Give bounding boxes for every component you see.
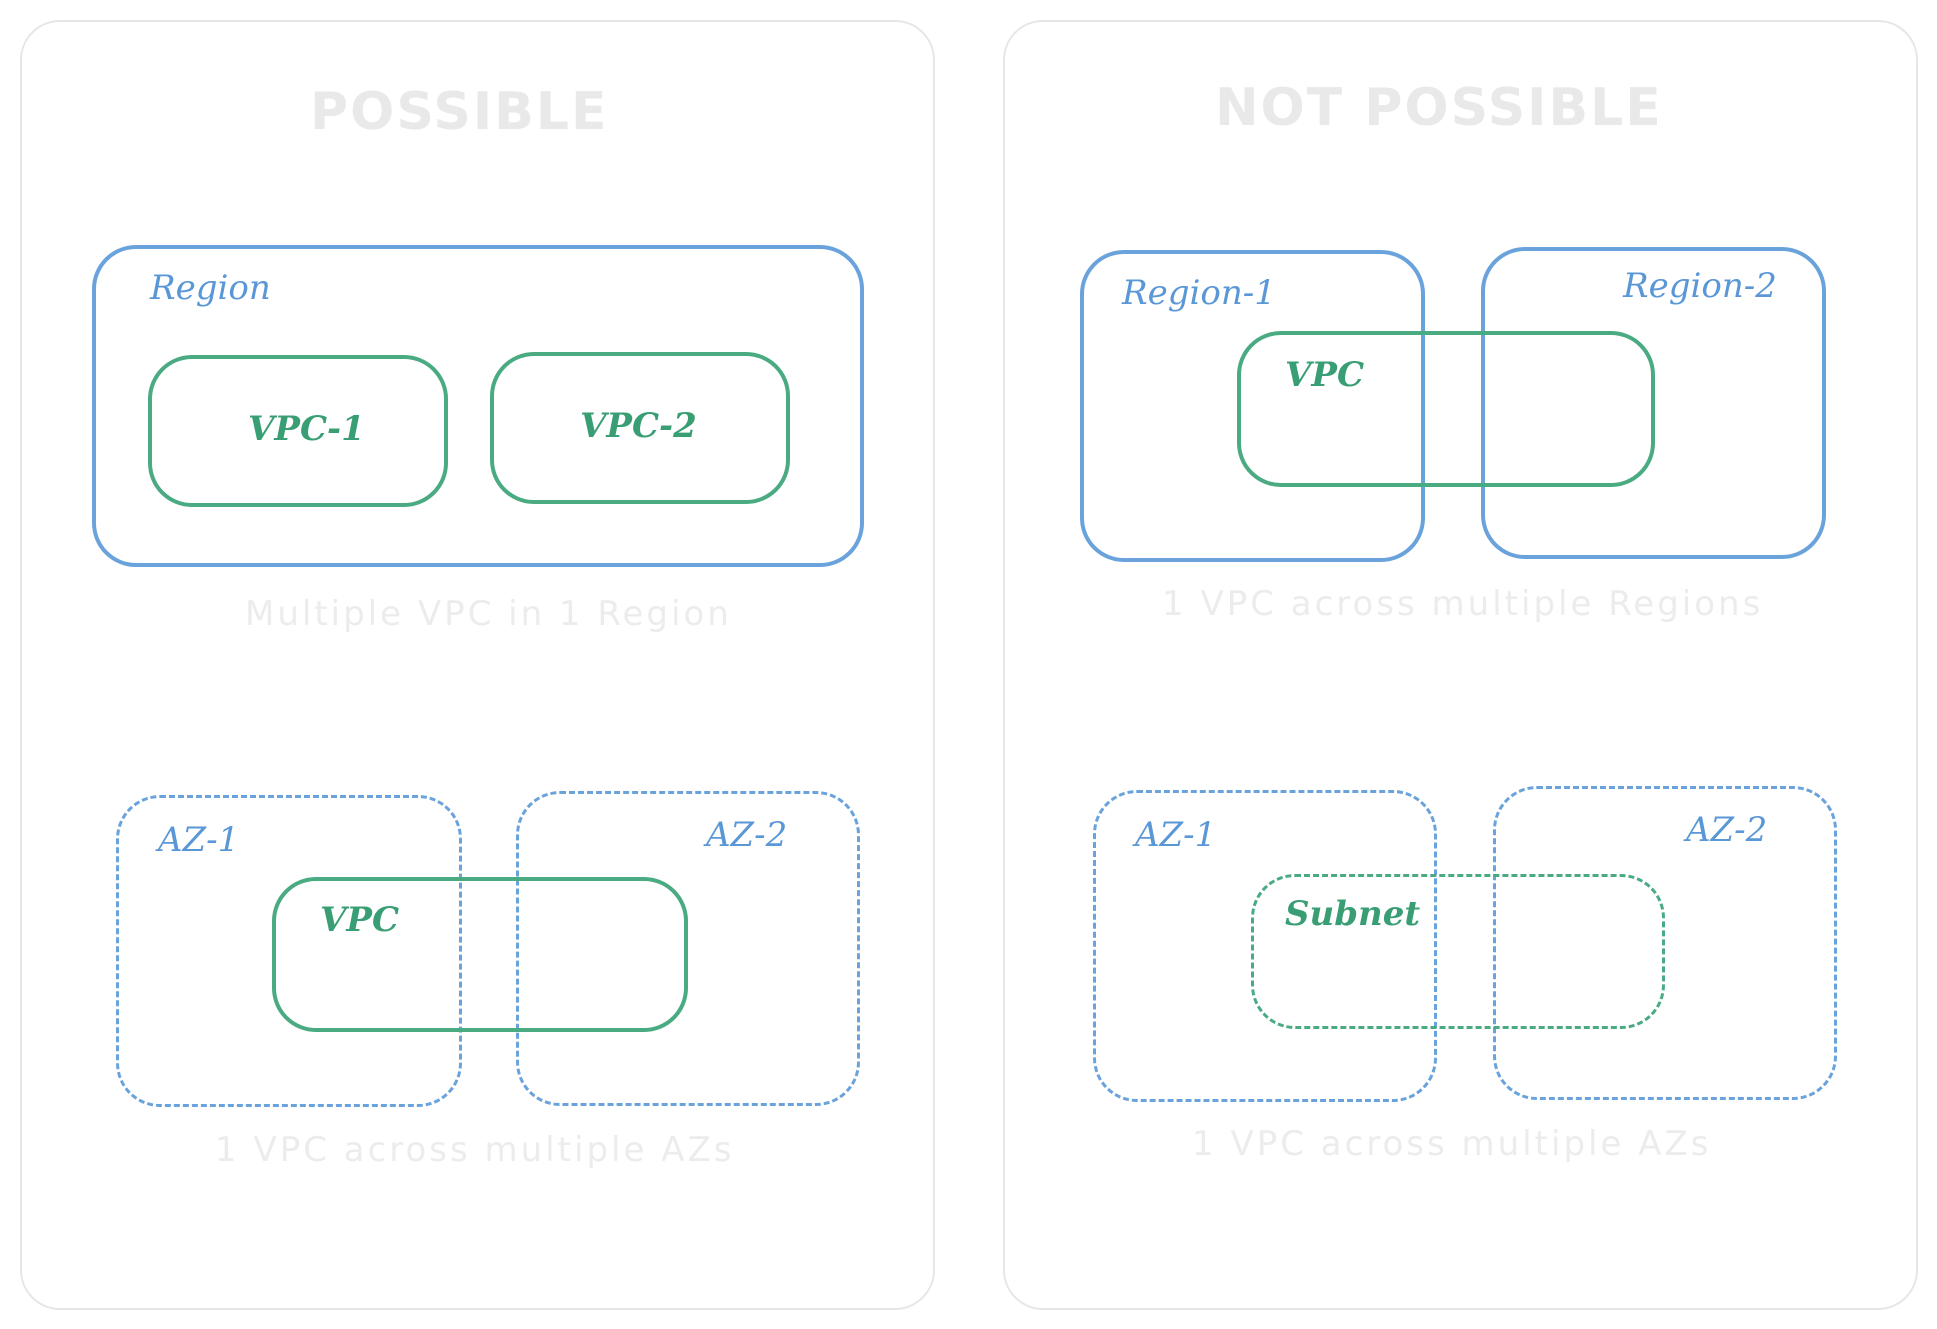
vpc-regions-label: VPC bbox=[1285, 355, 1365, 395]
vpc-2-box bbox=[490, 352, 790, 504]
vpc-across-regions-caption: 1 VPC across multiple Regions bbox=[1162, 584, 1764, 624]
az-2-label-right: AZ-2 bbox=[1686, 810, 1768, 850]
az-2-box-right bbox=[1493, 786, 1837, 1100]
region-box bbox=[92, 245, 864, 567]
region-1-label: Region-1 bbox=[1122, 273, 1276, 313]
region-1-box bbox=[1080, 250, 1425, 562]
subnet-label: Subnet bbox=[1285, 894, 1421, 934]
az-2-box bbox=[516, 791, 860, 1106]
vpc-label: VPC bbox=[320, 900, 400, 940]
region-2-label: Region-2 bbox=[1623, 266, 1777, 306]
region-label: Region bbox=[150, 268, 271, 308]
vpc-1-box bbox=[148, 355, 448, 507]
multiple-vpc-caption: Multiple VPC in 1 Region bbox=[245, 594, 732, 634]
az-1-box bbox=[116, 795, 462, 1107]
region-2-box bbox=[1481, 247, 1826, 559]
vpc-1-label: VPC-1 bbox=[248, 409, 365, 449]
not-possible-panel bbox=[1003, 20, 1918, 1310]
az-1-box-right bbox=[1093, 790, 1437, 1102]
vpc-across-azs-box bbox=[272, 877, 688, 1032]
vpc-across-azs-caption: 1 VPC across multiple AZs bbox=[215, 1130, 735, 1170]
possible-heading: POSSIBLE bbox=[310, 82, 609, 142]
subnet-box bbox=[1251, 874, 1665, 1029]
not-possible-heading: NOT POSSIBLE bbox=[1215, 78, 1663, 138]
vpc-across-regions-box bbox=[1237, 331, 1655, 487]
possible-panel bbox=[20, 20, 935, 1310]
vpc-2-label: VPC-2 bbox=[580, 406, 697, 446]
az-2-label: AZ-2 bbox=[706, 815, 788, 855]
subnet-across-azs-caption: 1 VPC across multiple AZs bbox=[1192, 1124, 1712, 1164]
az-1-label-right: AZ-1 bbox=[1135, 815, 1217, 855]
az-1-label: AZ-1 bbox=[158, 820, 240, 860]
